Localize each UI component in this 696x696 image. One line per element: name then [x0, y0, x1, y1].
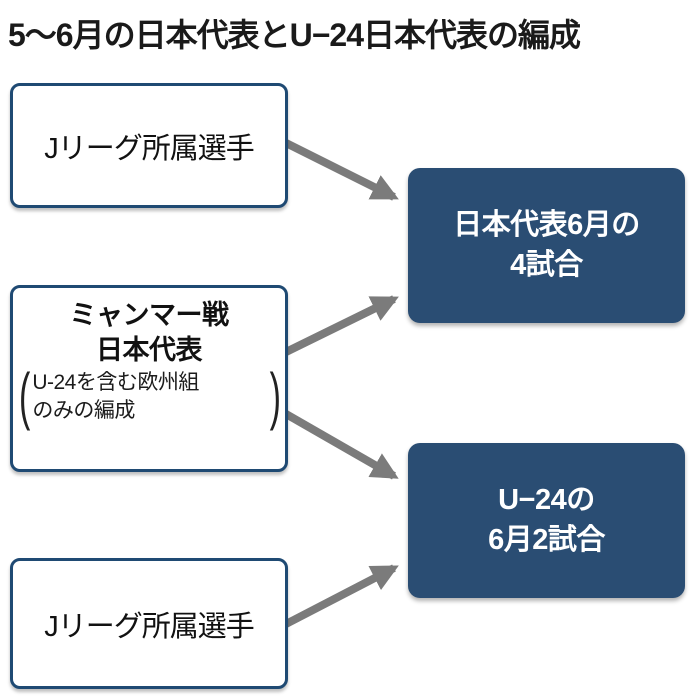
open-paren: (	[19, 362, 31, 433]
target-box-u24-june: U−24の 6月2試合	[408, 443, 685, 598]
myanmar-box-title: ミャンマー戦 日本代表	[69, 298, 230, 367]
myanmar-box-note: ( U-24を含む欧州組 のみの編成 )	[13, 362, 285, 433]
target-box-japan-june-line2: 4試合	[510, 248, 583, 281]
target-box-japan-june-line1: 日本代表6月の	[453, 209, 640, 242]
source-box-jleague-bottom-label: Jリーグ所属選手	[44, 610, 255, 643]
target-box-u24-june-line1: U−24の	[498, 484, 595, 517]
diagram-title: 5〜6月の日本代表とU−24日本代表の編成	[8, 17, 581, 53]
arrow-jleague-top-to-japan-june	[284, 139, 399, 201]
myanmar-box-note-lines: U-24を含む欧州組 のみの編成	[30, 369, 269, 426]
arrow-jleague-bottom-to-u24	[284, 564, 399, 628]
target-box-japan-june: 日本代表6月の 4試合	[408, 168, 685, 323]
myanmar-box-title-line2: 日本代表	[96, 334, 203, 365]
myanmar-box-note-line2: のみの編成	[32, 399, 135, 423]
myanmar-box-title-line1: ミャンマー戦	[69, 300, 230, 330]
target-box-u24-june-line2: 6月2試合	[488, 523, 605, 556]
source-box-jleague-bottom: Jリーグ所属選手	[10, 558, 288, 689]
arrow-myanmar-to-japan-june	[284, 295, 399, 356]
arrow-myanmar-to-u24	[284, 410, 399, 480]
source-box-jleague-top-label: Jリーグ所属選手	[44, 132, 255, 165]
source-box-jleague-top: Jリーグ所属選手	[10, 83, 288, 208]
source-box-myanmar: ミャンマー戦 日本代表 ( U-24を含む欧州組 のみの編成 )	[10, 285, 288, 472]
close-paren: )	[269, 362, 281, 433]
myanmar-box-note-line1: U-24を含む欧州組	[32, 371, 199, 395]
